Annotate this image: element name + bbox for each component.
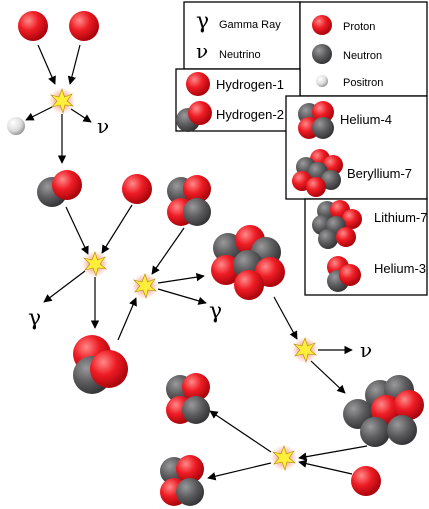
- hydrogen2-icon: [176, 101, 212, 132]
- deuterium-nucleus: [37, 170, 82, 207]
- legend-proton-icon: [312, 15, 332, 35]
- gamma-1: γ: [28, 306, 41, 331]
- hydrogen2-label: Hydrogen-2: [216, 107, 284, 122]
- proton-1b: [69, 11, 99, 41]
- helium4-nucleus-output-1: [166, 373, 210, 424]
- lithium7-label: Lithium-7: [374, 210, 427, 225]
- helium3-label: Helium-3: [374, 261, 426, 276]
- positron-label: Positron: [343, 77, 383, 89]
- proton-2: [122, 174, 152, 204]
- helium4-nucleus-output-2: [160, 455, 204, 506]
- neutrino-label: Neutrino: [219, 49, 261, 61]
- beryllium7-label: Beryllium-7: [347, 166, 412, 181]
- step3-helium-fusion: γ: [117, 175, 285, 341]
- lithium7-icon: [312, 200, 362, 249]
- neutrino-1: ν: [97, 114, 109, 138]
- proton-label: Proton: [343, 21, 375, 33]
- gamma-2: γ: [209, 299, 222, 324]
- positron-emitted: [7, 117, 25, 135]
- nu-symbol: ν: [196, 39, 208, 63]
- neutrino-2: ν: [360, 338, 372, 362]
- legend: γ Gamma Ray ν Neutrino Proton Neutron Po…: [175, 1, 428, 296]
- step1-proton-proton: ν: [7, 11, 109, 164]
- helium4-nucleus-input: [167, 175, 211, 226]
- fusion-flash-2: [82, 251, 108, 278]
- helium3-icon: [327, 256, 361, 292]
- helium4-icon: [298, 101, 334, 139]
- fusion-flash-4: [292, 337, 318, 364]
- helium4-label: Helium-4: [340, 112, 392, 127]
- step5-lithium-proton: [160, 373, 381, 506]
- legend-neutron-icon: [312, 44, 332, 64]
- hydrogen1-label: Hydrogen-1: [216, 77, 284, 92]
- helium3-nucleus: [73, 335, 128, 394]
- neutron-label: Neutron: [343, 50, 382, 62]
- proton-3: [351, 466, 381, 496]
- beryllium7-nucleus: [211, 225, 285, 300]
- gamma-ray-label: Gamma Ray: [219, 19, 281, 31]
- fusion-flash-1: [49, 88, 75, 115]
- legend-positron-icon: [316, 75, 328, 87]
- step2-deuterium-proton: γ: [28, 170, 152, 394]
- gamma-symbol: γ: [196, 9, 209, 34]
- fusion-flash-3: [132, 273, 158, 300]
- fusion-flash-5: [271, 445, 297, 472]
- step4-electron-capture: ν: [273, 296, 424, 447]
- beryllium7-icon: [292, 149, 343, 197]
- lithium7-nucleus: [343, 375, 424, 447]
- legend-box-radiation: [183, 1, 301, 70]
- hydrogen1-icon: [186, 72, 210, 96]
- proton-1a: [18, 11, 48, 41]
